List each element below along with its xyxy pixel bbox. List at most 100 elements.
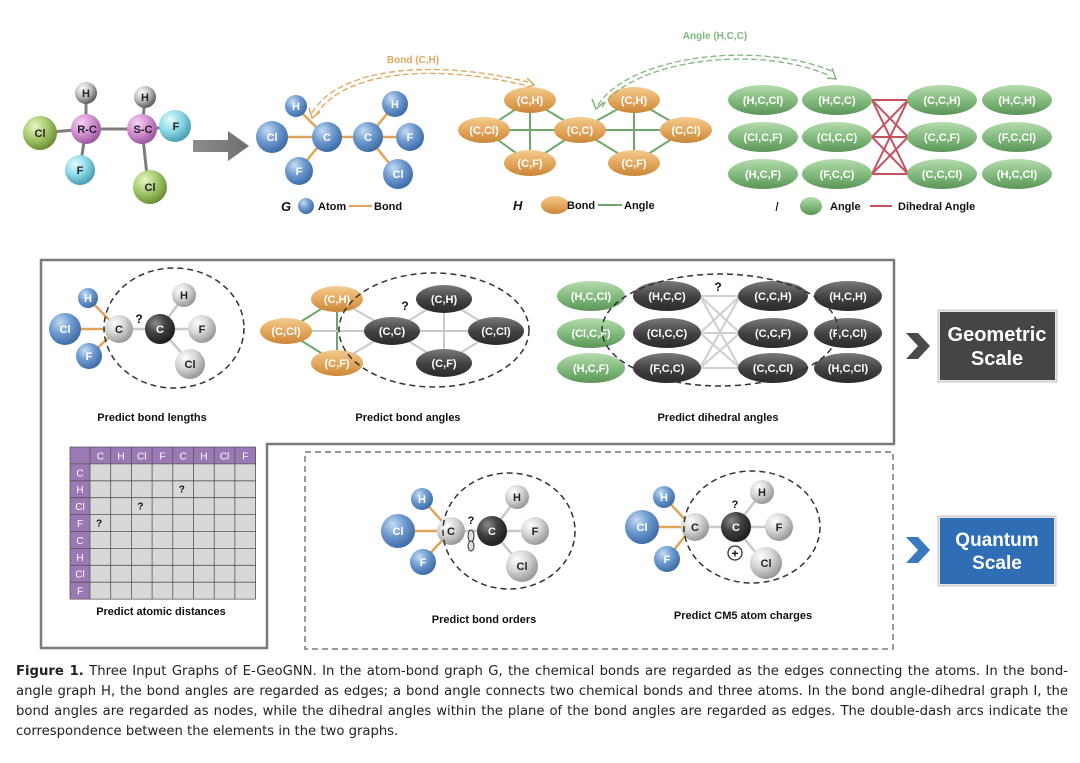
node-ellipse [814,318,882,348]
node-ellipse [504,150,556,176]
scale-label: Geometric [948,324,1047,346]
atom-label: F [664,554,671,566]
node-ellipse [458,117,510,143]
node-label: (C,H) [324,294,351,306]
atom-label: Cl [393,526,404,538]
node-label: (C,F) [324,358,349,370]
matrix-col-header: H [200,451,207,462]
atom-sphere [159,110,191,142]
atom-label: H [82,88,90,100]
matrix-col-header: F [242,451,248,462]
node-label: (C,C,F) [755,328,791,340]
graph-node: (C,Cl) [468,317,524,345]
node-ellipse [814,353,882,383]
graph-node: (H,C,Cl) [982,159,1052,189]
matrix-question: ? [179,485,185,496]
orbital-icon [467,529,475,552]
node-ellipse [907,122,977,152]
charge-symbol: + [731,547,738,561]
atom-label: F [532,526,539,538]
atom-node [654,546,680,572]
legend-symbol: H [513,198,523,213]
node-ellipse [557,353,625,383]
node-label: (H,C,C) [818,95,856,107]
matrix-row-header: H [76,485,83,496]
node-label: (C,F) [431,358,456,370]
node-label: (H,C,Cl) [828,363,869,375]
atom-label: F [173,121,180,133]
question-mark: ? [401,299,408,313]
node-label: (H,C,H) [829,291,867,303]
matrix-col-header: C [97,451,104,462]
graph-node: (F,C,C) [633,353,701,383]
figure-caption: Figure 1. Three Input Graphs of E-GeoGNN… [16,662,1068,742]
positive-charge-icon [727,545,743,561]
bond-lengths-task: H Cl F C C H F Cl ? Predict bond lengths [49,267,245,424]
node-label: (C,C) [567,125,594,137]
node-label: (C,F) [517,158,542,170]
node-label: (C,Cl) [481,326,511,338]
graph-node: (C,H) [608,87,660,113]
graph-node: (C,H) [504,87,556,113]
node-label: (C,C) [379,326,406,338]
atom-node [382,91,408,117]
matrix-row-header: Cl [75,502,84,513]
figure-diagram: Cl R-C S-C H H F F Cl H Cl C F C [23,31,1058,650]
dihedral-edge [699,332,741,369]
node-label: (C,F) [621,158,646,170]
node-label: (F,C,Cl) [998,132,1036,144]
node-ellipse [660,117,712,143]
node-ellipse [738,281,808,311]
graph-node: (C,C,H) [907,85,977,115]
task-caption: Predict CM5 atom charges [674,610,812,622]
task-caption: Predict bond angles [355,412,460,424]
atom-node [175,349,205,379]
dihedral-edge [871,136,909,175]
graph-node: (C,F) [608,150,660,176]
graph-node: (C,C) [364,317,420,345]
graph-node: (C,F) [416,349,472,377]
graph-node: (Cl,C,C) [802,122,872,152]
graph-node: (C,Cl) [260,318,312,344]
arrow-right-icon [193,131,249,161]
question-mark: ? [468,515,475,527]
angle-dihedral-graph: (H,C,Cl)(Cl,C,F)(H,C,F)(H,C,C)(Cl,C,C)(F… [728,85,1052,215]
atom-node [353,122,383,152]
atom-node [381,514,415,548]
graph-node: (C,C) [554,117,606,143]
cm5-charges-task: H Cl F C C H F Cl ? + Predict CM5 atom c… [625,470,821,622]
atom-node [506,550,538,582]
atom-sphere [23,116,57,150]
task-caption: Predict bond orders [432,614,537,626]
graph-node: (C,C,H) [738,281,808,311]
node-label: (F,C,C) [820,169,855,181]
atom-label: Cl [145,182,156,194]
atom-node [76,343,102,369]
bond-orders-task: H Cl F C C H F Cl ? Predict bond orders [381,472,576,626]
node-label: (Cl,C,F) [571,328,610,340]
prediction-region [442,472,576,590]
node-label: (Cl,C,C) [817,132,858,144]
atom-label: F [420,557,427,569]
legend-label: Bond [374,201,402,213]
matrix-header-row [70,447,256,464]
atom-label: C [447,526,455,538]
node-label: (H,C,Cl) [997,169,1038,181]
node-ellipse [311,286,363,312]
node-label: (C,H) [431,294,458,306]
graph-node: (H,C,Cl) [557,281,625,311]
graph-node: (H,C,C) [802,85,872,115]
scale-label: Scale [972,553,1022,574]
prediction-region [338,272,530,388]
node-ellipse [468,317,524,345]
graph-node: (C,Cl) [458,117,510,143]
dihedral-edge [699,295,741,369]
node-label: (F,C,C) [650,363,685,375]
prediction-region [683,470,821,584]
node-ellipse [728,85,798,115]
atom-node [477,516,507,546]
atom-node [505,485,529,509]
graph-node: (C,C,F) [907,122,977,152]
atom-label: Cl [517,561,528,573]
